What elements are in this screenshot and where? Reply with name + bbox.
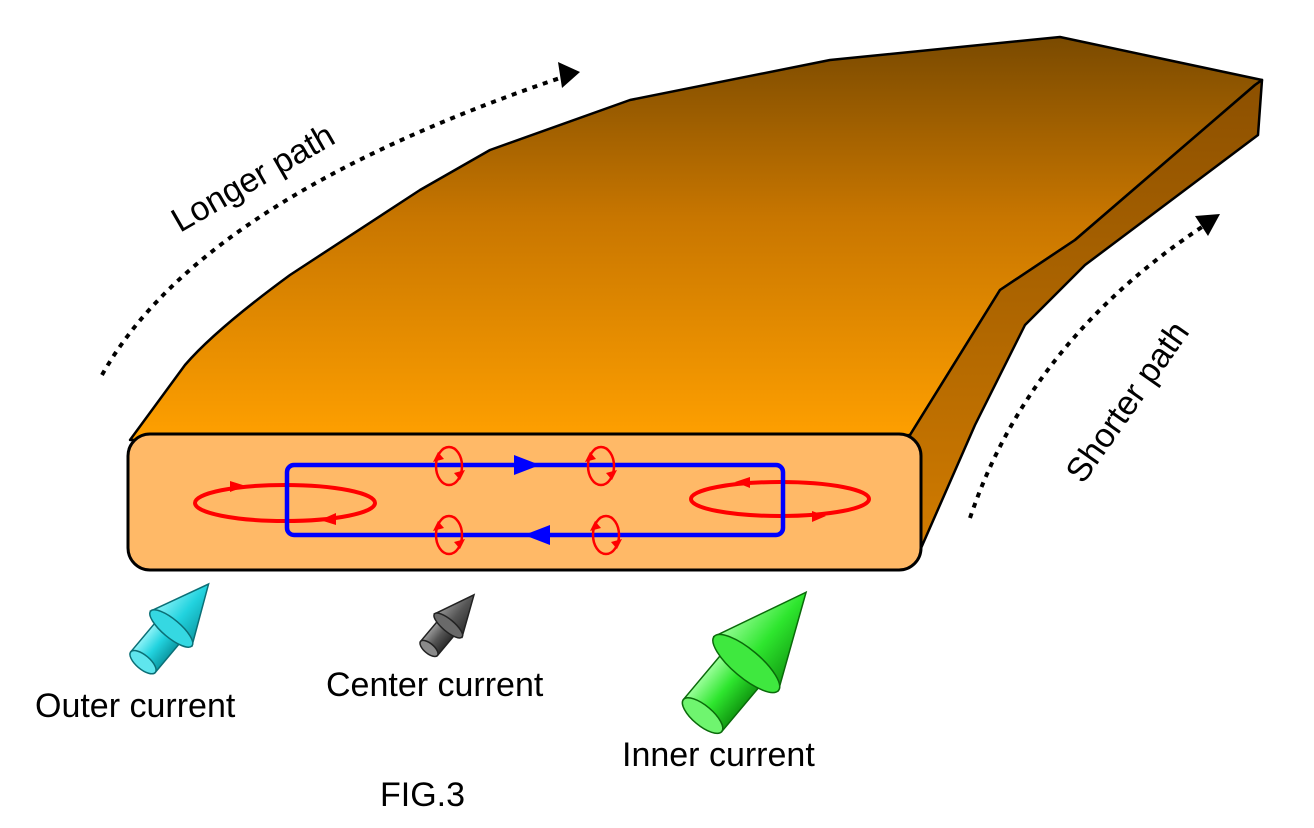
- main-loop-arrow-top: [514, 455, 540, 475]
- small-eddy-bottom-right: [591, 514, 621, 556]
- inner-eddy-arrow-top: [735, 477, 750, 488]
- inner-eddy-loop: [689, 480, 871, 518]
- gray-cone-arrow-icon: [419, 593, 476, 658]
- shorter-path-arrowhead: [1195, 214, 1220, 236]
- inner-current-label: Inner current: [622, 736, 815, 774]
- outer-eddy-arrow-bottom: [320, 513, 336, 525]
- outer-current-label: Outer current: [35, 687, 236, 725]
- small-eddy-top-left-arrow: [433, 452, 444, 462]
- small-eddy-bottom-left-arrow: [433, 521, 444, 531]
- small-eddy-top-right: [586, 445, 616, 487]
- slab-cross-section: [126, 432, 923, 572]
- small-eddy-bottom-left: [434, 514, 464, 556]
- small-eddy-bottom-right-arrow: [590, 521, 601, 531]
- inner-eddy-arrow-bottom: [812, 511, 826, 522]
- main-loop-arrow-bottom: [524, 525, 550, 545]
- center-current-label: Center current: [326, 666, 544, 704]
- longer-path-arrow: [100, 76, 561, 376]
- small-eddy-top-left: [434, 445, 464, 487]
- small-eddy-bottom-right-arrow-2: [611, 539, 622, 549]
- small-eddy-bottom-left-arrow-2: [454, 539, 465, 549]
- small-eddy-top-left-arrow-2: [454, 470, 465, 480]
- small-eddy-top-right-arrow: [585, 452, 596, 462]
- outer-eddy-arrow-top: [230, 481, 246, 492]
- longer-path-arrowhead: [558, 62, 580, 88]
- slab-side-surface: [908, 78, 1264, 557]
- longer-path-label: Longer path: [165, 116, 341, 240]
- shorter-path-label: Shorter path: [1058, 315, 1196, 490]
- small-eddy-top-right-arrow-2: [606, 470, 617, 480]
- cyan-cone-arrow-icon: [129, 582, 210, 675]
- figure-caption: FIG.3: [380, 776, 465, 814]
- green-cone-arrow-icon: [681, 590, 808, 735]
